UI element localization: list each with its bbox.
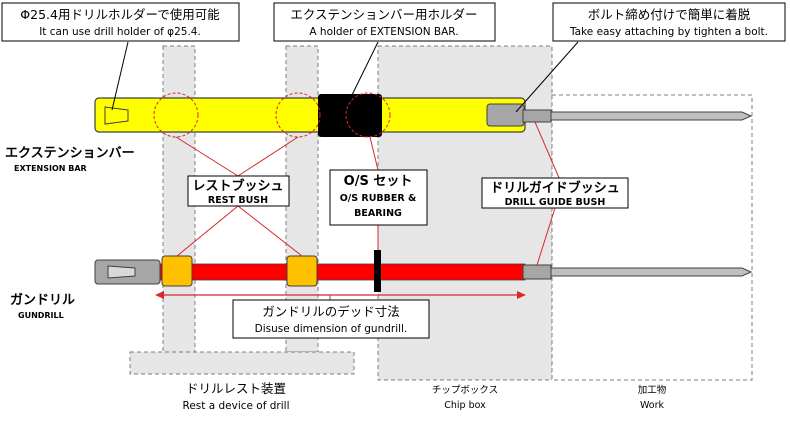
gundrill-taper xyxy=(107,265,136,279)
callout-os-set-box xyxy=(329,169,428,226)
callout-ext-holder-jp: エクステンションバー用ホルダー xyxy=(290,7,477,22)
bolt-holder-grey xyxy=(486,103,525,127)
rest-device-base xyxy=(129,351,355,375)
chip-box-label-en: Chip box xyxy=(444,400,486,411)
leader-drill-holder xyxy=(111,41,129,111)
callout-drill-holder-jp: Φ25.4用ドリルホルダーで使用可能 xyxy=(20,7,220,22)
leader-bolt xyxy=(515,41,579,113)
extension-bar-label-en: EXTENSION BAR xyxy=(14,164,87,173)
work-label-en: Work xyxy=(640,400,665,411)
callout-guide-bush-jp: ドリルガイドブッシュ xyxy=(490,180,620,196)
callout-dead-dim-en: Disuse dimension of gundrill. xyxy=(255,323,408,335)
callout-rest-bush-box xyxy=(187,175,290,207)
leader-rest-top-b xyxy=(237,136,299,177)
callout-os-set-en2: BEARING xyxy=(354,208,402,219)
work-zone xyxy=(551,94,753,381)
callout-os-set-en1: O/S RUBBER & xyxy=(340,193,417,204)
gundrill-tip-shaft xyxy=(550,267,753,277)
rest-device-label-en: Rest a device of drill xyxy=(183,400,290,412)
callout-dead-dim-box xyxy=(232,299,430,339)
gundrill-label-en: GUNDRILL xyxy=(18,311,64,320)
leader-rest-bot-a xyxy=(176,205,239,257)
callout-drill-holder-box xyxy=(1,2,240,42)
callout-bolt-jp: ボルト締め付けで簡単に着脱 xyxy=(588,7,751,22)
callout-bolt-box xyxy=(552,2,786,42)
dead-dimension-arrowhead-left xyxy=(155,291,164,299)
rest-device-label-jp: ドリルレスト装置 xyxy=(186,381,286,396)
gundrill-shank xyxy=(159,263,526,281)
leader-ext-holder xyxy=(351,41,379,96)
callout-guide-bush-en: DRILL GUIDE BUSH xyxy=(505,197,606,208)
holder-circle xyxy=(345,92,391,138)
callout-drill-holder-en: It can use drill holder of φ25.4. xyxy=(39,26,201,38)
dead-dimension-arrowhead-right xyxy=(517,291,526,299)
callout-os-set-jp: O/S セット xyxy=(344,174,413,189)
guide-bush xyxy=(522,264,552,280)
extension-holder-block xyxy=(318,94,382,137)
extension-bar-body xyxy=(94,97,526,133)
leader-guide-bot xyxy=(536,207,556,266)
ext-drill-shaft xyxy=(550,111,753,121)
rest-circle-1 xyxy=(153,92,199,138)
work-label-jp: 加工物 xyxy=(638,384,667,396)
extension-bar-label-jp: エクステンションバー xyxy=(5,146,135,161)
extension-bar-taper xyxy=(104,106,129,125)
leader-rest-bot-b xyxy=(237,205,303,257)
callout-ext-holder-en: A holder of EXTENSION BAR. xyxy=(309,26,458,38)
callout-bolt-en: Take easy attaching by tighten a bolt. xyxy=(569,26,768,38)
rest-bush-1 xyxy=(161,255,193,287)
gundrill-label-jp: ガンドリル xyxy=(10,293,75,308)
os-set-block xyxy=(374,250,381,292)
chip-box-label-jp: チップボックス xyxy=(432,385,498,396)
rest-bush-2 xyxy=(286,255,318,287)
rest-circle-2 xyxy=(275,92,321,138)
leader-os-top xyxy=(369,136,379,171)
leader-guide-top xyxy=(534,121,561,181)
callout-rest-bush-jp: レストブッシュ xyxy=(192,178,283,194)
callout-guide-bush-box xyxy=(481,177,629,209)
callout-rest-bush-en: REST BUSH xyxy=(208,195,268,206)
leader-rest-top-a xyxy=(175,136,239,177)
ext-collar xyxy=(522,109,552,123)
callout-dead-dim-jp: ガンドリルのデッド寸法 xyxy=(262,304,400,319)
callout-ext-holder-box xyxy=(273,2,496,42)
